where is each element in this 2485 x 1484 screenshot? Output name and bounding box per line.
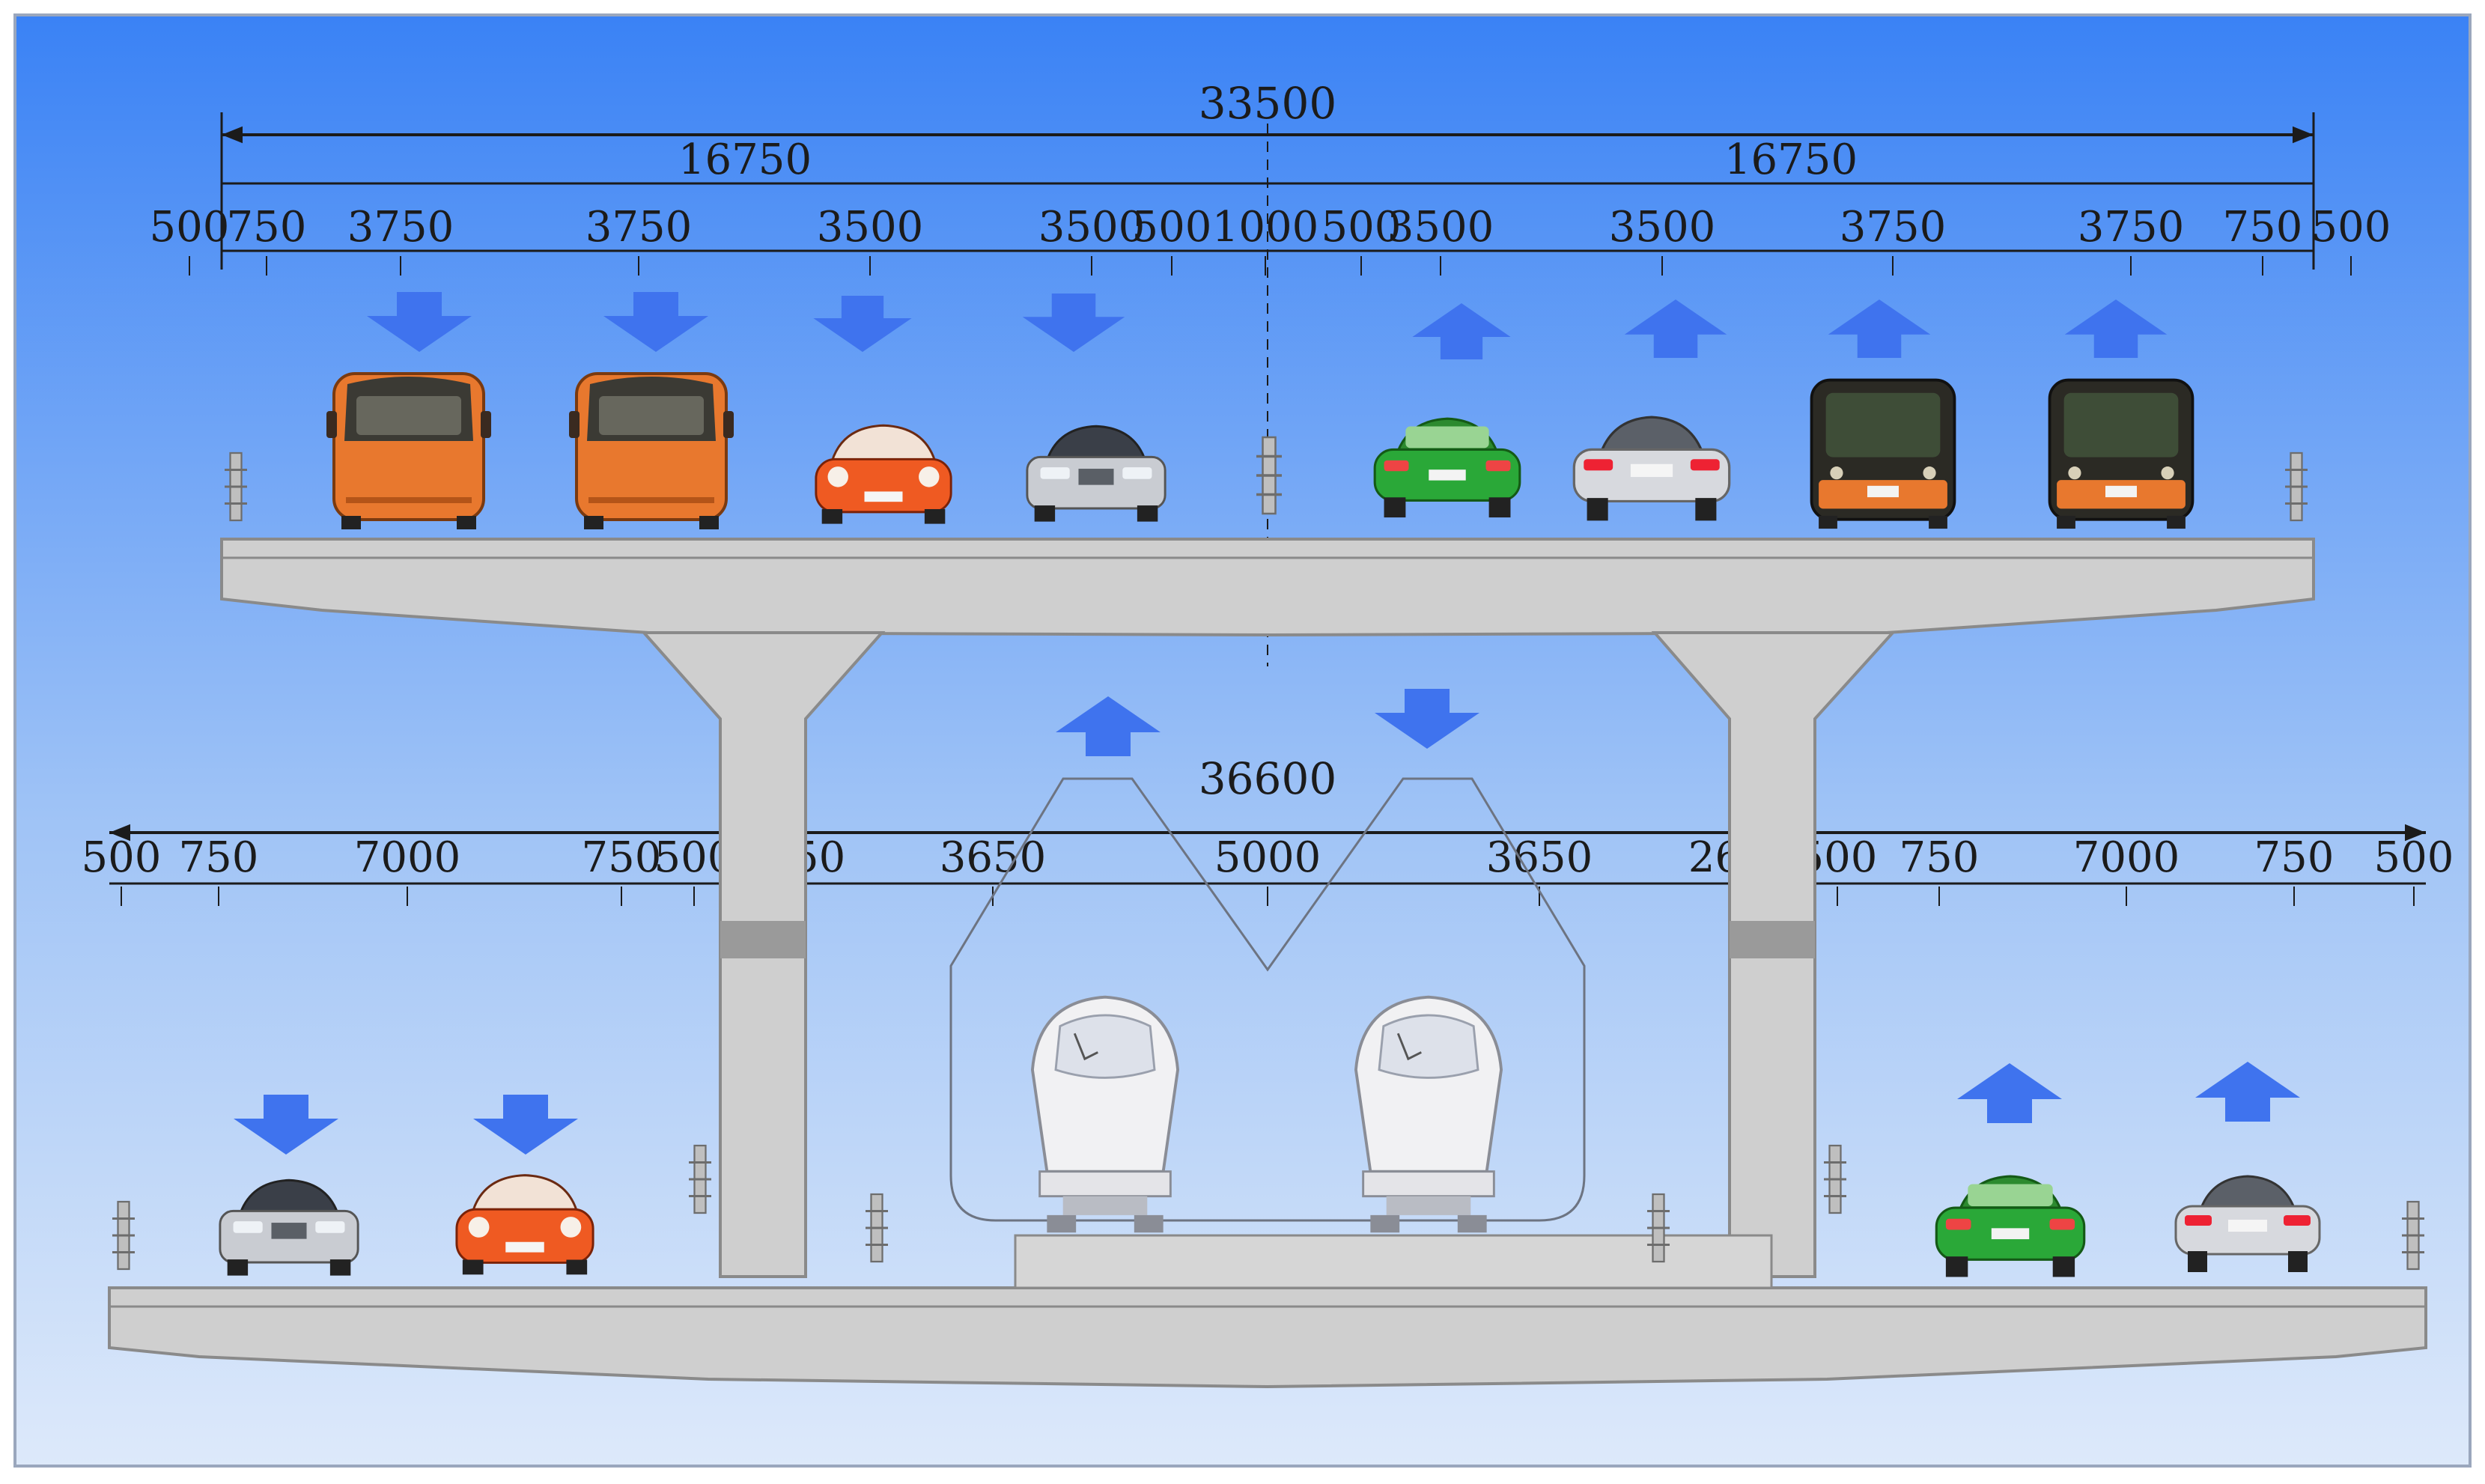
lower-lane-dimension: 750	[2254, 833, 2335, 882]
bus-front-icon	[2048, 378, 2194, 531]
dim-half-left: 16750	[678, 136, 812, 184]
upper-lane-dimension: 1000	[1212, 203, 1319, 252]
lower-lane-dimension: 750	[582, 833, 662, 882]
upper-lane-dimension: 500	[1132, 203, 1212, 252]
upper-lane-dimension: 3750	[1840, 203, 1947, 252]
bus-icon	[326, 374, 491, 529]
train-icon	[1030, 995, 1180, 1235]
upper-lane-dimension: 3500	[1038, 203, 1146, 252]
lower-lane-dimension: 500	[2374, 833, 2454, 882]
upper-lane-dimension: 500	[2311, 203, 2391, 252]
upper-lane-dimension: 3750	[2078, 203, 2185, 252]
upper-lane-dimension: 750	[2223, 203, 2303, 252]
lower-lane-dimension: 7000	[354, 833, 461, 882]
dim-total-upper: 33500	[1199, 78, 1337, 129]
right-column	[1651, 631, 1897, 1278]
lower-lane-dimension: 7000	[2073, 833, 2180, 882]
lower-lane-dimension: 750	[179, 833, 259, 882]
left-column	[640, 631, 886, 1278]
lower-deck	[108, 1234, 2427, 1389]
lower-dimension-chain	[109, 824, 2426, 885]
upper-lane-dimension: 500	[150, 203, 230, 252]
lower-lane-dimension: 750	[1900, 833, 1980, 882]
upper-dimension-chain	[220, 112, 2315, 666]
train-clearance-envelope	[949, 777, 1586, 1222]
lower-lane-dimension: 500	[82, 833, 162, 882]
upper-lane-dimension: 3500	[817, 203, 924, 252]
upper-lane-dimension: 750	[227, 203, 307, 252]
lower-lane-dimension: 5000	[1214, 833, 1321, 882]
train-icon	[1354, 995, 1503, 1235]
bus-front-icon	[1810, 378, 1956, 531]
upper-lane-dimension: 3750	[347, 203, 454, 252]
upper-lane-dimension: 3500	[1609, 203, 1716, 252]
lower-lane-dimension: 3650	[940, 833, 1047, 882]
bus-icon	[569, 374, 734, 529]
upper-deck	[220, 538, 2315, 637]
upper-lane-dimension: 500	[1321, 203, 1402, 252]
upper-lane-dimension: 3500	[1387, 203, 1494, 252]
upper-lane-dimension: 3750	[585, 203, 693, 252]
dim-half-right: 16750	[1724, 136, 1858, 184]
lower-lane-dimension: 3650	[1486, 833, 1593, 882]
dim-total-lower: 36600	[1199, 753, 1337, 804]
